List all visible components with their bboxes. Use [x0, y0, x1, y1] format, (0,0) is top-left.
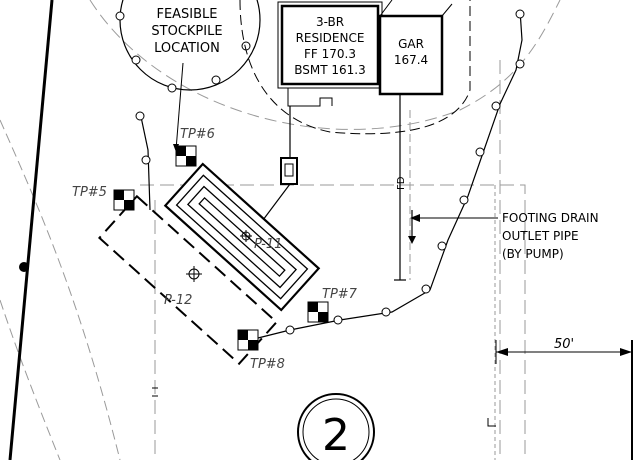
garage-building: GAR 167.4 — [378, 0, 453, 96]
stockpile-label-2: STOCKPILE — [151, 24, 222, 39]
residence-building: 3-BR RESIDENCE FF 170.3 BSMT 161.3 — [277, 1, 383, 107]
garage-label-2: 167.4 — [394, 53, 428, 67]
label-p11: P-11 — [254, 237, 282, 252]
test-pit-tp6 — [175, 145, 197, 167]
footing-drain-label-3: (BY PUMP) — [502, 247, 564, 261]
property-line — [8, 0, 54, 460]
dimension-label: 50' — [554, 337, 574, 352]
label-tp8: TP#8 — [250, 357, 285, 372]
lot-number-badge: 2 — [297, 393, 375, 460]
residence-label-3: FF 170.3 — [304, 47, 356, 61]
background-contours — [0, 0, 561, 460]
label-p12: P-12 — [164, 293, 192, 308]
driveway-outline — [239, 0, 471, 135]
residence-label-1: 3-BR — [316, 15, 344, 29]
setback-marks — [152, 387, 496, 427]
label-tp5: TP#5 — [72, 185, 107, 200]
perc-marker-p11 — [240, 230, 252, 242]
test-pit-tp7 — [307, 301, 329, 323]
footing-drain-label-1: FOOTING DRAIN — [502, 211, 599, 225]
label-tp6: TP#6 — [180, 127, 215, 142]
stockpile-label-3: LOCATION — [154, 41, 220, 56]
dimension-50ft: 50' — [495, 337, 632, 364]
residence-label-2: RESIDENCE — [296, 31, 365, 45]
test-pit-tp8 — [237, 329, 259, 351]
perc-marker-p12 — [186, 266, 202, 282]
label-tp7: TP#7 — [322, 287, 358, 302]
test-pit-tp5 — [113, 189, 135, 211]
footing-drain-callout: FOOTING DRAIN OUTLET PIPE (BY PUMP) — [408, 210, 599, 261]
residence-label-4: BSMT 161.3 — [294, 63, 366, 77]
svg-text:FD: FD — [396, 176, 407, 190]
stockpile-area: FEASIBLE STOCKPILE LOCATION — [115, 0, 261, 152]
lot-number: 2 — [322, 410, 350, 460]
footing-drain-line: FD — [394, 95, 407, 281]
stockpile-label-1: FEASIBLE — [156, 7, 217, 22]
footing-drain-label-2: OUTLET PIPE — [502, 229, 579, 243]
garage-label-1: GAR — [398, 37, 424, 51]
